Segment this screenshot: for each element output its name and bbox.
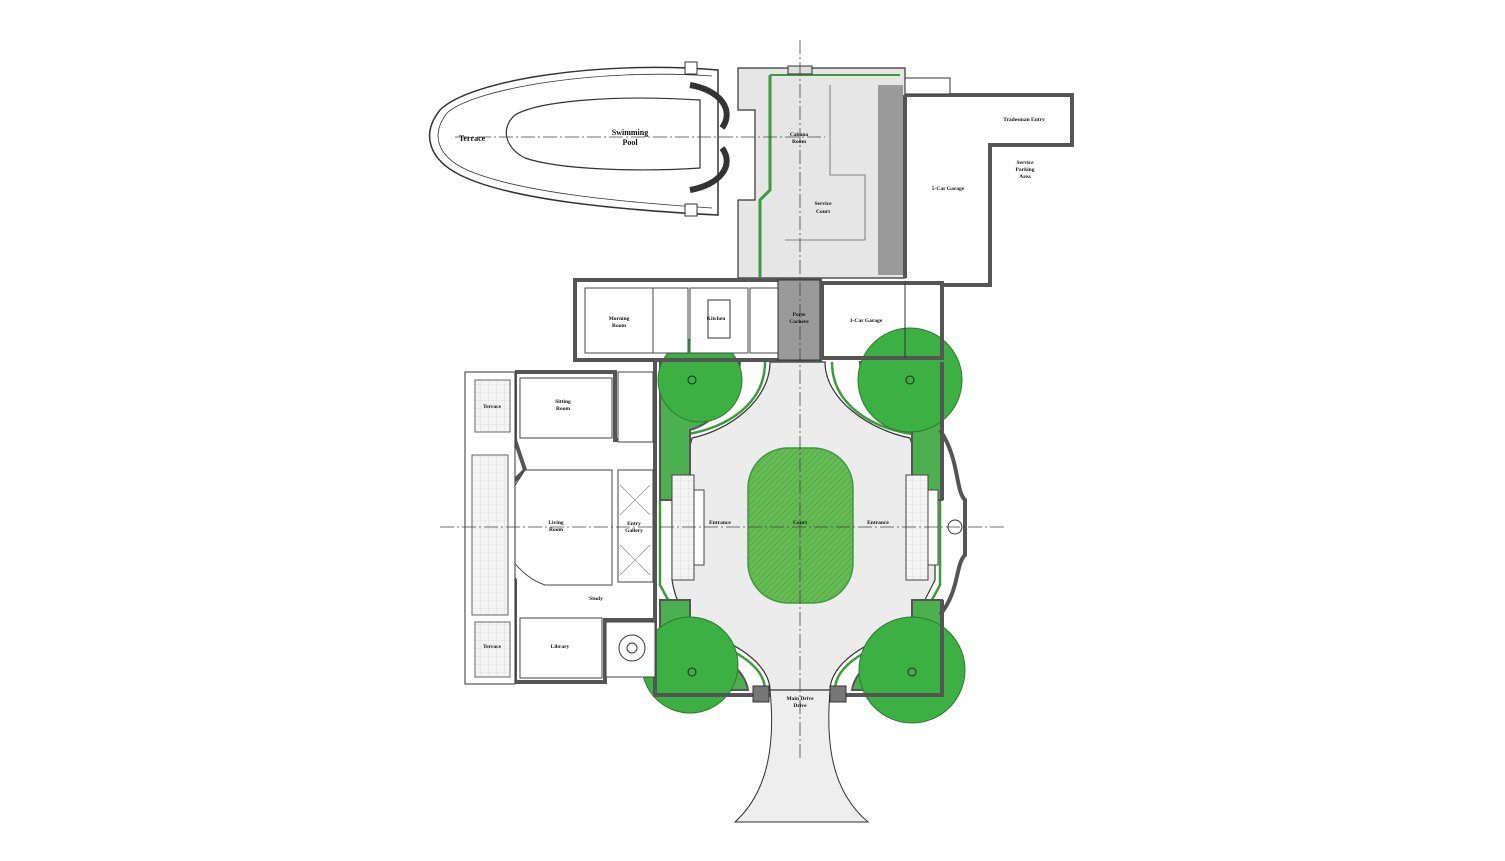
service-parking-label-2: Parking [1016, 167, 1035, 173]
terrace-upper-label: Terrace [483, 404, 502, 410]
gate-pier-left [752, 685, 770, 703]
living-room-label-1: Living [548, 520, 564, 526]
pool-label: Pool [622, 138, 638, 147]
porte-cochere-label-2: Cochere [789, 319, 809, 325]
service-court-green [758, 75, 772, 278]
east-exedra-wall [938, 428, 967, 617]
entrance-porch-left [671, 474, 705, 581]
kitchen-wing-rooms [584, 287, 779, 354]
terrace-upper [474, 379, 511, 433]
upper-garage-wall [903, 93, 1074, 287]
terrace-middle [471, 454, 509, 616]
lower-garage-wall [820, 281, 944, 360]
swimming-label: Swimming [612, 128, 648, 137]
tree-trunks [687, 375, 917, 677]
sitting-room-label-1: Sitting [555, 399, 571, 405]
entrance-porch-right [905, 474, 939, 581]
cabana-label: Cabana [790, 132, 809, 138]
lower-garage-label: 3-Car Garage [850, 318, 883, 324]
spiral-stair [618, 634, 646, 662]
tree-se [858, 616, 966, 724]
study-label: Study [589, 596, 603, 602]
living-room-label-2: Room [549, 527, 563, 533]
library-label: Library [551, 644, 570, 650]
kitchen-island [707, 299, 731, 339]
gate-pier-right [829, 685, 847, 703]
service-court-label-1: Service [814, 201, 832, 207]
service-court-inner [785, 85, 866, 241]
entrance-right-label: Entrance [867, 520, 889, 526]
main-drive [733, 689, 870, 823]
morning-room-label-2: Room [612, 323, 626, 329]
center-lawn [747, 447, 854, 604]
service-court-shade [878, 85, 903, 275]
porte-cochere [777, 279, 821, 361]
morning-room-label-1: Morning [609, 316, 630, 322]
service-parking-label-1: Service [1016, 160, 1034, 166]
service-court-label-2: Court [816, 209, 830, 215]
upper-garage-label: 5-Car Garage [932, 186, 965, 192]
cabana-room-label: Room [792, 139, 806, 145]
tradesman-entry-label: Tradesman Entry [1003, 117, 1045, 123]
pool-terrace-inner [437, 73, 713, 209]
main-drive-label-2: Drive [793, 703, 807, 709]
kitchen-label: Kitchen [707, 316, 726, 322]
west-wing-rooms [519, 371, 656, 679]
main-drive-label-1: Main Drive [786, 696, 814, 702]
tree-ne [857, 327, 963, 433]
gallery-label-1: Entry [627, 521, 641, 527]
terrace-pool-label: Terrace [459, 134, 486, 143]
pool-stairs [684, 61, 730, 217]
service-parking-label-3: Area [1019, 174, 1031, 180]
garage-stairs [904, 77, 951, 95]
porte-cochere-label-1: Porte [793, 312, 806, 318]
sitting-room-label-2: Room [556, 406, 570, 412]
entrance-left-label: Entrance [709, 520, 731, 526]
terrace-lower-label: Terrace [483, 644, 502, 650]
terrace-lower [474, 621, 511, 678]
swimming-pool [505, 97, 701, 171]
motor-court-label: Court [793, 520, 807, 526]
gallery-floor [619, 484, 651, 576]
gallery-label-2: Gallery [625, 528, 643, 534]
